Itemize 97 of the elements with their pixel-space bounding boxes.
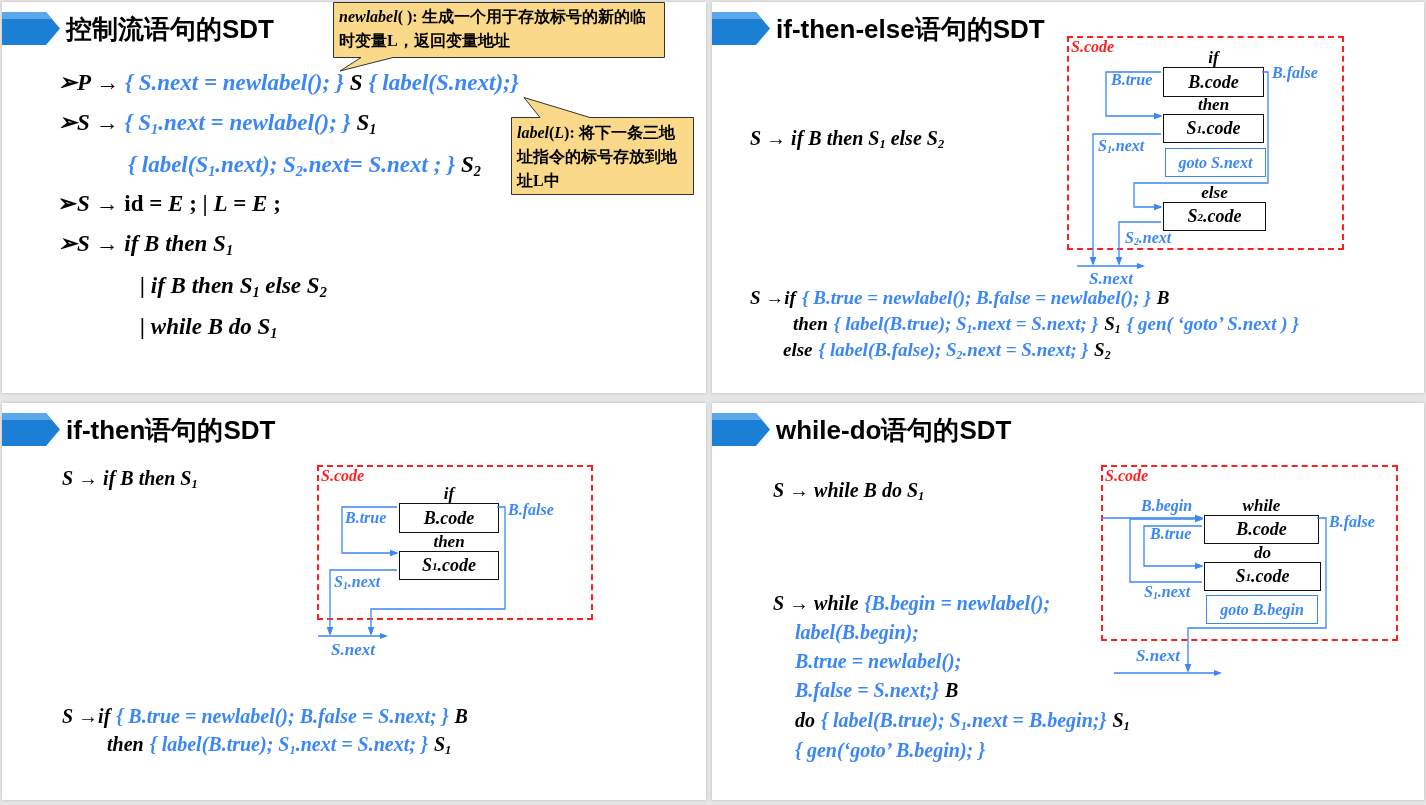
- keyword-label: if: [442, 486, 457, 502]
- code-region-frame: [1067, 36, 1344, 250]
- formula-text: B.false = S.next;}: [795, 677, 939, 702]
- keyword-label: do: [1253, 545, 1272, 561]
- slide-panel: [2, 2, 706, 393]
- formula-text: S → while B do S$_{1}$: [773, 477, 925, 502]
- formula-text: | if B then S$_{1}$ else S$_{2}$: [140, 271, 327, 300]
- flow-arrow: [1143, 525, 1203, 570]
- formula-text: { S$_{1}$.next = newlabel(); }: [124, 108, 351, 137]
- keyword-label: then: [1196, 97, 1231, 113]
- region-label: S.code: [1105, 467, 1149, 485]
- formula-text: { B.true = newlabel(); B.false = newlabel(); }: [801, 287, 1151, 310]
- formula-text: S → if B then S$_{1}$: [62, 465, 198, 490]
- flow-arrow: [1089, 133, 1162, 265]
- formula-text: label(B.begin);: [795, 619, 919, 644]
- flow-arrow: [1105, 71, 1162, 120]
- formula-text: B: [1156, 287, 1170, 310]
- flow-arrow: [1133, 71, 1269, 211]
- code-region-frame: [317, 465, 593, 620]
- formula-text: S →if: [750, 287, 796, 310]
- code-block: B.code: [1204, 515, 1319, 544]
- formula-text: { label(B.true); S$_{1}$.next = S.next; }: [149, 731, 428, 756]
- formula-text: {B.begin = newlabel();: [864, 590, 1051, 615]
- formula-text: { gen(‘goto’ B.begin); }: [795, 737, 986, 762]
- flow-arrow: [326, 569, 398, 635]
- edge-label: S$_{1}$.next: [1144, 583, 1191, 601]
- slide-title: 控制流语句的SDT: [66, 13, 274, 45]
- formula-text: do: [795, 707, 815, 732]
- slide-title: while-do语句的SDT: [776, 414, 1012, 446]
- formula-text: { label(B.true); S$_{1}$.next = S.next; }: [833, 313, 1099, 336]
- formula-text: | while B do S$_{1}$: [140, 312, 278, 341]
- edge-label: B.true: [1150, 525, 1192, 543]
- code-region-frame: [1101, 465, 1398, 641]
- flow-arrow: [1184, 517, 1327, 672]
- edge-label: B.true: [1111, 71, 1153, 89]
- formula-text: { B.true = newlabel(); B.false = S.next; }: [116, 703, 449, 728]
- keyword-label: while: [1241, 498, 1282, 514]
- flow-arrow: [1100, 514, 1203, 522]
- formula-text: then: [107, 731, 144, 756]
- formula-text: ➢S →: [58, 108, 119, 137]
- formula-text: { S.next = newlabel(); }: [124, 68, 344, 97]
- code-block: B.code: [399, 503, 499, 533]
- flow-label: S.next: [330, 641, 377, 659]
- flow-arrow: [1129, 515, 1203, 583]
- formula-text: S$_{1}$: [356, 108, 377, 137]
- formula-text: S$_{1}$: [1112, 707, 1130, 732]
- formula-text: ➢S → id = E ; | L = E ;: [58, 189, 281, 218]
- formula-text: then: [793, 313, 828, 336]
- formula-text: ➢S → if B then S$_{1}$: [58, 229, 234, 258]
- edge-label: S$_{1}$.next: [1098, 137, 1145, 155]
- keyword-label: else: [1200, 185, 1229, 201]
- formula-text: B.true = newlabel();: [795, 648, 962, 673]
- formula-text: S$_{2}$: [461, 150, 481, 179]
- code-block: goto B.begin: [1206, 595, 1318, 624]
- formula-text: S →if: [62, 703, 111, 728]
- formula-text: S: [349, 68, 363, 97]
- slide-panel: [712, 2, 1424, 393]
- formula-text: { label(S$_{1}$.next); S$_{2}$.next= S.next ; }: [128, 150, 456, 179]
- formula-text: S$_{2}$: [1094, 339, 1111, 362]
- edge-label: S$_{2}$.next: [1125, 229, 1172, 247]
- formula-text: S → while: [773, 590, 859, 615]
- formula-text: S$_{1}$: [1104, 313, 1121, 336]
- callout-bubble: [333, 2, 665, 72]
- formula-text: S$_{1}$: [433, 731, 452, 756]
- formula-text: S → if B then S$_{1}$ else S$_{2}$: [750, 125, 945, 150]
- formula-text: B: [944, 677, 959, 702]
- callout-text: label(L): 将下一条三地址指令的标号存放到地址L中: [517, 123, 678, 191]
- formula-text: { gen( ‘goto’ S.next ) }: [1126, 313, 1299, 336]
- edge-label: B.false: [1272, 64, 1318, 82]
- flow-arrow: [367, 506, 506, 635]
- edge-label: S$_{1}$.next: [334, 573, 381, 591]
- edge-label: B.true: [345, 509, 387, 527]
- flow-arrow: [1115, 221, 1162, 265]
- code-block: goto S.next: [1165, 148, 1266, 177]
- edge-label: B.false: [508, 501, 554, 519]
- flow-label: S.next: [1088, 270, 1135, 288]
- flow-arrow: [341, 506, 398, 557]
- callout-text: newlabel( ): 生成一个用于存放标号的新的临时变量L，返回变量地址: [339, 7, 647, 51]
- region-label: S.code: [1071, 38, 1115, 56]
- slide-panel: [712, 403, 1424, 800]
- slide-title: if-then语句的SDT: [66, 414, 276, 446]
- formula-text: { label(S.next);}: [368, 68, 519, 97]
- formula-text: else: [783, 339, 813, 362]
- edge-label: B.begin: [1141, 497, 1193, 515]
- formula-text: B: [454, 703, 468, 728]
- callout-bubble: [511, 97, 694, 195]
- formula-text: ➢P →: [58, 68, 119, 97]
- formula-text: { label(B.false); S$_{2}$.next = S.next; }: [818, 339, 1089, 362]
- slide-panel: [2, 403, 706, 800]
- region-label: S.code: [321, 467, 365, 485]
- keyword-label: then: [432, 534, 466, 550]
- flow-label: S.next: [1135, 647, 1182, 665]
- code-block: B.code: [1163, 67, 1264, 97]
- keyword-label: if: [1207, 50, 1221, 66]
- slide-title: if-then-else语句的SDT: [776, 13, 1045, 45]
- edge-label: B.false: [1329, 513, 1375, 531]
- formula-text: { label(B.true); S$_{1}$.next = B.begin;}: [821, 707, 1107, 732]
